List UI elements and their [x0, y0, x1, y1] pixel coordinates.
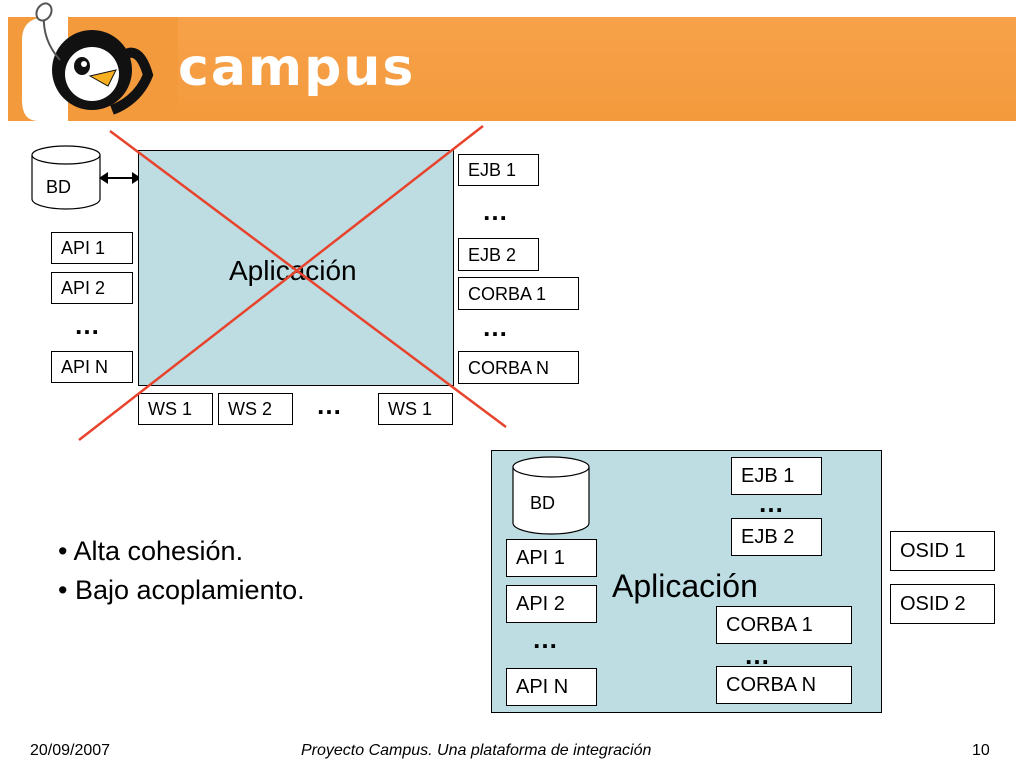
double-arrow-icon	[99, 172, 141, 184]
ellipsis: …	[482, 312, 509, 342]
database-icon	[31, 145, 101, 210]
page-number: 10	[972, 742, 990, 759]
ws-box: WS 2	[218, 393, 293, 425]
bullet-item: • Bajo acoplamiento.	[58, 575, 305, 605]
footer-title: Proyecto Campus. Una plataforma de integ…	[301, 742, 652, 759]
ellipsis: …	[532, 624, 559, 654]
campus-logo-icon	[8, 2, 178, 121]
bullet-item: • Alta cohesión.	[58, 536, 244, 566]
footer-date: 20/09/2007	[30, 742, 111, 759]
ellipsis: …	[74, 310, 101, 340]
ellipsis: …	[316, 390, 343, 420]
db-label: BD	[46, 177, 72, 197]
corba-box: CORBA N	[458, 351, 579, 384]
ws-box: WS 1	[378, 393, 453, 425]
db-label: BD	[530, 493, 556, 513]
corba-box: CORBA N	[716, 666, 852, 704]
osid-box: OSID 2	[890, 584, 995, 624]
osid-box: OSID 1	[890, 531, 995, 571]
ejb-box: EJB 2	[458, 238, 539, 271]
database-icon	[512, 456, 590, 535]
ellipsis: …	[758, 488, 785, 518]
corba-box: CORBA 1	[716, 606, 852, 644]
api-box: API N	[51, 351, 133, 383]
app-label-top: Aplicación	[229, 255, 357, 286]
api-box: API 2	[51, 272, 133, 304]
api-box: API 1	[51, 232, 133, 264]
ellipsis: …	[744, 640, 771, 670]
bullet-list: • Alta cohesión. • Bajo acoplamiento.	[58, 532, 305, 610]
api-box: API 1	[506, 539, 597, 577]
api-box: API 2	[506, 585, 597, 623]
ejb-box: EJB 1	[731, 457, 822, 495]
ejb-box: EJB 2	[731, 518, 822, 556]
corba-box: CORBA 1	[458, 277, 579, 310]
logo-text: campus	[178, 38, 416, 98]
api-box: API N	[506, 668, 597, 706]
app-label-bottom: Aplicación	[612, 568, 758, 604]
ellipsis: …	[482, 196, 509, 226]
ws-box: WS 1	[138, 393, 213, 425]
ejb-box: EJB 1	[458, 154, 539, 186]
